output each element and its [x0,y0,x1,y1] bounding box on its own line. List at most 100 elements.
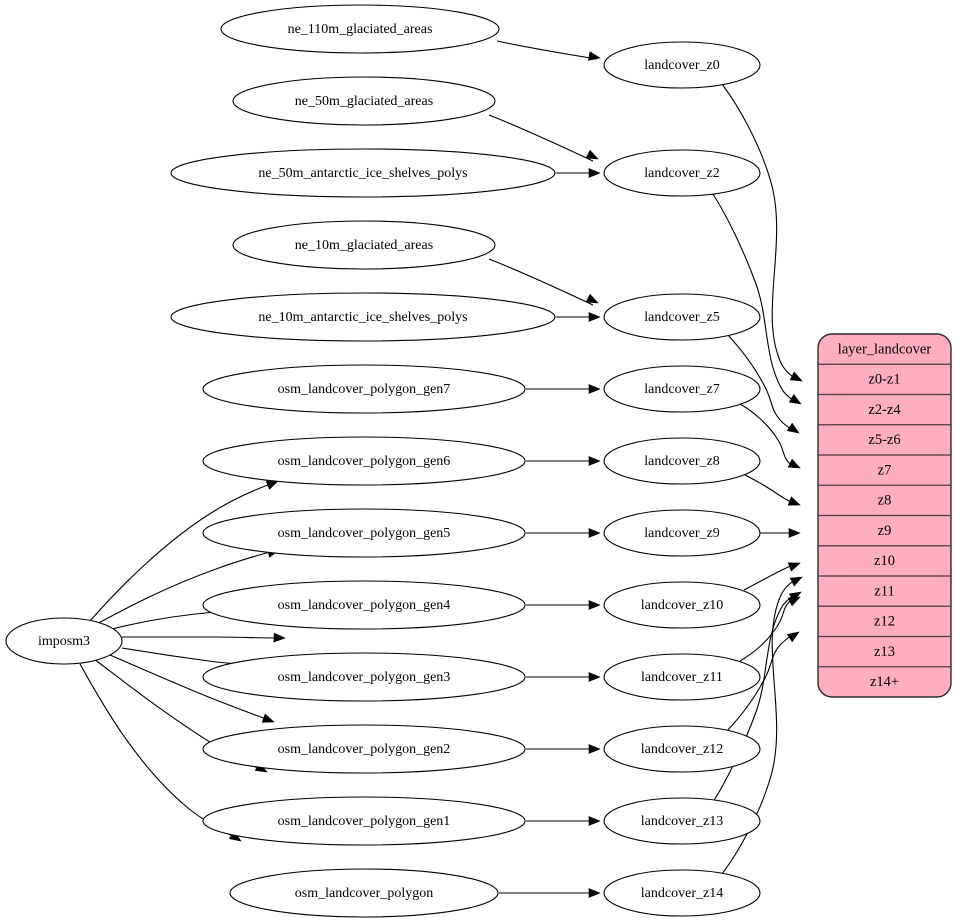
edge-landcover_z0-to-table_row_0 [721,83,798,380]
node-label: landcover_z11 [641,670,723,685]
layer-landcover-table[interactable]: layer_landcover z0-z1 z2-z4 z5-z6 z7 z8 z9 z10 z… [817,333,952,698]
arrowhead [789,371,803,382]
node-label: osm_landcover_polygon_gen7 [278,382,451,397]
node-label: osm_landcover_polygon_gen4 [278,598,451,613]
node-label: landcover_z2 [644,166,719,181]
arrowhead [588,456,601,466]
node-label: landcover_z14 [641,886,723,901]
arrowhead [585,293,599,304]
arrowhead [588,168,601,178]
arrowhead [588,744,601,754]
node-ne_50m_antarctic_ice_shelves_polys[interactable]: ne_50m_antarctic_ice_shelves_polys [170,148,556,198]
arrowhead [585,149,599,160]
node-osm_landcover_polygon_gen3[interactable]: osm_landcover_polygon_gen3 [202,652,526,702]
node-landcover_z2[interactable]: landcover_z2 [603,149,761,197]
node-shape [202,436,526,486]
table-row-z14+[interactable]: z14+ [870,674,899,690]
node-shape [603,149,761,197]
arrowhead [786,631,800,643]
node-osm_landcover_polygon_gen7[interactable]: osm_landcover_polygon_gen7 [202,364,526,414]
node-landcover_z9[interactable]: landcover_z9 [603,509,761,557]
table-row-z2-z4[interactable]: z2-z4 [868,402,901,418]
table-row-z9[interactable]: z9 [878,523,892,539]
node-label: landcover_z5 [644,310,719,325]
arrowhead [787,562,801,572]
node-label: osm_landcover_polygon_gen6 [278,454,451,469]
node-landcover_z0[interactable]: landcover_z0 [603,41,761,89]
node-shape [603,653,761,701]
node-landcover_z12[interactable]: landcover_z12 [603,725,761,773]
table-header-label: layer_landcover [838,341,932,357]
node-osm_landcover_polygon_gen2[interactable]: osm_landcover_polygon_gen2 [202,724,526,774]
table-row-z0-z1[interactable]: z0-z1 [868,372,900,388]
node-ne_50m_glaciated_areas[interactable]: ne_50m_glaciated_areas [232,76,496,126]
node-label: ne_50m_antarctic_ice_shelves_polys [258,166,467,181]
node-osm_landcover_polygon_gen6[interactable]: osm_landcover_polygon_gen6 [202,436,526,486]
node-shape [603,797,761,845]
node-landcover_z8[interactable]: landcover_z8 [603,437,761,485]
node-landcover_z10[interactable]: landcover_z10 [603,581,761,629]
node-osm_landcover_polygon_gen1[interactable]: osm_landcover_polygon_gen1 [202,796,526,846]
node-shape [232,76,496,126]
arrowhead [788,528,801,538]
edge-landcover_z12-to-table_row_8 [726,633,795,732]
node-shape [603,509,761,557]
node-label: osm_landcover_polygon_gen1 [278,814,451,829]
table-row-z13[interactable]: z13 [874,644,895,660]
table-row-z8[interactable]: z8 [878,493,892,509]
node-shape [202,724,526,774]
table-row-z5-z6[interactable]: z5-z6 [868,432,900,448]
edge-imposm3-to-osm_landcover_polygon_gen2 [109,654,270,721]
node-shape [202,508,526,558]
arrowhead [789,576,803,587]
node-landcover_z11[interactable]: landcover_z11 [603,653,761,701]
node-label: osm_landcover_polygon_gen3 [278,670,451,685]
edge-ne_110m_glaciated_areas-to-landcover_z0 [496,40,598,60]
edge-imposm3-to-osm_landcover_polygon_gen6 [94,550,275,626]
nodes-layer: imposm3 ne_110m_glaciated_areas ne_50m_gla… [5,4,761,918]
table-row-z10[interactable]: z10 [874,553,895,569]
node-shape [202,796,526,846]
arrowhead [786,422,800,434]
node-shape [603,725,761,773]
node-label: landcover_z12 [641,742,723,757]
arrowhead [787,496,801,506]
arrowhead [588,312,601,322]
node-landcover_z14[interactable]: landcover_z14 [603,869,761,917]
edge-ne_10m_glaciated_areas-to-landcover_z5 [488,258,594,306]
node-landcover_z7[interactable]: landcover_z7 [603,365,761,413]
node-imposm3[interactable]: imposm3 [5,617,123,665]
node-label: landcover_z9 [644,526,719,541]
table-row-z7[interactable]: z7 [878,462,892,478]
node-ne_10m_glaciated_areas[interactable]: ne_10m_glaciated_areas [232,220,496,270]
arrowhead [588,672,601,682]
arrowhead [588,528,601,538]
node-shape [603,869,761,917]
edge-imposm3-to-osm_landcover_polygon_gen7 [89,482,274,622]
node-shape [220,4,500,54]
node-ne_10m_antarctic_ice_shelves_polys[interactable]: ne_10m_antarctic_ice_shelves_polys [170,292,556,342]
node-label: ne_10m_glaciated_areas [295,238,433,253]
node-osm_landcover_polygon[interactable]: osm_landcover_polygon [229,868,499,918]
node-label: osm_landcover_polygon_gen5 [278,526,451,541]
node-label: imposm3 [38,634,90,649]
node-label: landcover_z10 [641,598,723,613]
arrowhead [273,632,286,643]
node-label: landcover_z7 [644,382,719,397]
arrowhead [588,888,601,898]
node-landcover_z5[interactable]: landcover_z5 [603,293,761,341]
node-shape [603,365,761,413]
node-label: ne_110m_glaciated_areas [288,22,433,37]
arrowhead [588,51,601,61]
node-shape [229,868,499,918]
table-row-z12[interactable]: z12 [874,614,895,630]
table-row-z11[interactable]: z11 [874,583,894,599]
node-shape [603,437,761,485]
node-landcover_z13[interactable]: landcover_z13 [603,797,761,845]
arrowhead [588,600,601,610]
arrowhead [261,713,275,723]
node-ne_110m_glaciated_areas[interactable]: ne_110m_glaciated_areas [220,4,500,54]
node-osm_landcover_polygon_gen5[interactable]: osm_landcover_polygon_gen5 [202,508,526,558]
edge-landcover_z5-to-table_row_2 [726,333,795,432]
node-osm_landcover_polygon_gen4[interactable]: osm_landcover_polygon_gen4 [202,580,526,630]
